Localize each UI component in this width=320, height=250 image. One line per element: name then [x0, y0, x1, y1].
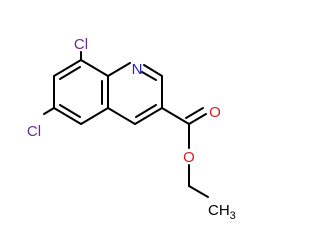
atom-methyl: CH3 [208, 202, 236, 222]
methyl-main-text: CH [208, 202, 230, 219]
methyl-subscript: 3 [230, 210, 236, 222]
bond-c3-c4 [134, 107, 163, 125]
chemical-structure-diagram: Cl Cl N O O CH3 [27, 36, 236, 222]
atom-chlorine-left: Cl [27, 123, 41, 140]
bond-lines [43, 51, 209, 198]
atom-chlorine-top: Cl [74, 36, 88, 53]
bond-ccarbonyl-ocarbonyl [188, 113, 207, 125]
bond-c4-c4a [107, 107, 136, 125]
bond-c6-c5 [53, 107, 82, 125]
atom-nitrogen: N [132, 61, 143, 78]
bond-c6-c5-double [59, 104, 81, 118]
bond-n1-c2-double [141, 71, 157, 81]
atom-oxygen-ester: O [183, 149, 195, 166]
bond-c3-c4-double [135, 104, 157, 118]
bond-c8-c7-double [59, 66, 81, 80]
bond-c3-ccarbonyl [161, 107, 190, 125]
bond-n1-c2 [143, 64, 163, 77]
bond-c8-c8a [80, 59, 109, 77]
bond-ccarbonyl-ocarbonyl-double [185, 107, 204, 119]
bond-c5-c4a [80, 107, 109, 125]
atom-oxygen-carbonyl: O [209, 104, 221, 121]
bond-c8-c7 [53, 59, 82, 77]
bond-c6-cl [43, 107, 55, 115]
bond-c8a-n1 [107, 62, 131, 77]
atom-labels: Cl Cl N O O CH3 [27, 36, 236, 222]
bond-ch2-ch3 [188, 185, 209, 198]
